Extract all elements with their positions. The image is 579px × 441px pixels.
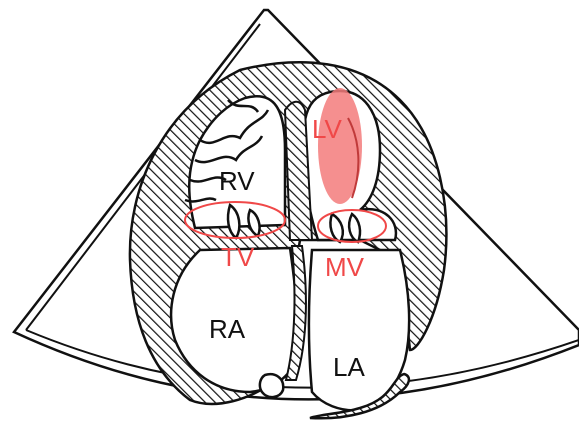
label-la: LA <box>333 354 365 380</box>
label-ra: RA <box>209 316 245 342</box>
label-mv: MV <box>325 254 364 280</box>
label-tv: TV <box>221 244 254 270</box>
label-lv: LV <box>312 116 342 142</box>
label-rv: RV <box>219 168 255 194</box>
ra-lower-wall <box>260 374 283 397</box>
